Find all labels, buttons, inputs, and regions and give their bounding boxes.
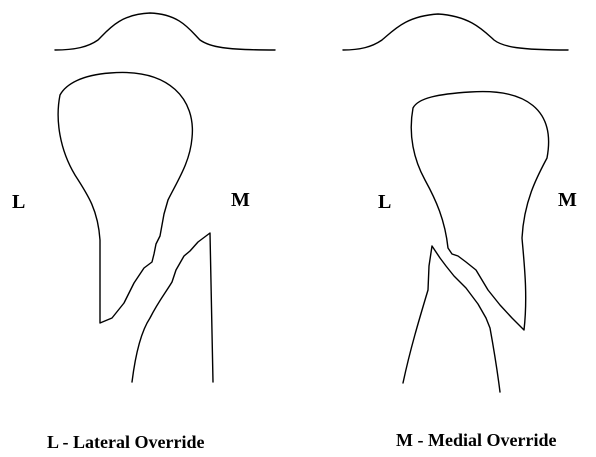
skin-contour-right xyxy=(343,14,568,50)
lateral-override-caption: L - Lateral Override xyxy=(47,432,204,453)
lateral-side-label-left: L xyxy=(12,191,25,214)
lateral-side-label-right: L xyxy=(378,191,391,214)
lower-bone-fragment-left xyxy=(132,233,213,382)
skin-contour-left xyxy=(55,13,275,50)
upper-bone-fragment-left xyxy=(58,72,192,323)
upper-bone-fragment-right xyxy=(411,92,548,330)
medial-side-label-left: M xyxy=(231,189,250,212)
medial-override-figure xyxy=(343,14,568,392)
lower-bone-fragment-right xyxy=(403,246,500,392)
medial-side-label-right: M xyxy=(558,189,577,212)
medial-override-caption: M - Medial Override xyxy=(396,430,556,451)
